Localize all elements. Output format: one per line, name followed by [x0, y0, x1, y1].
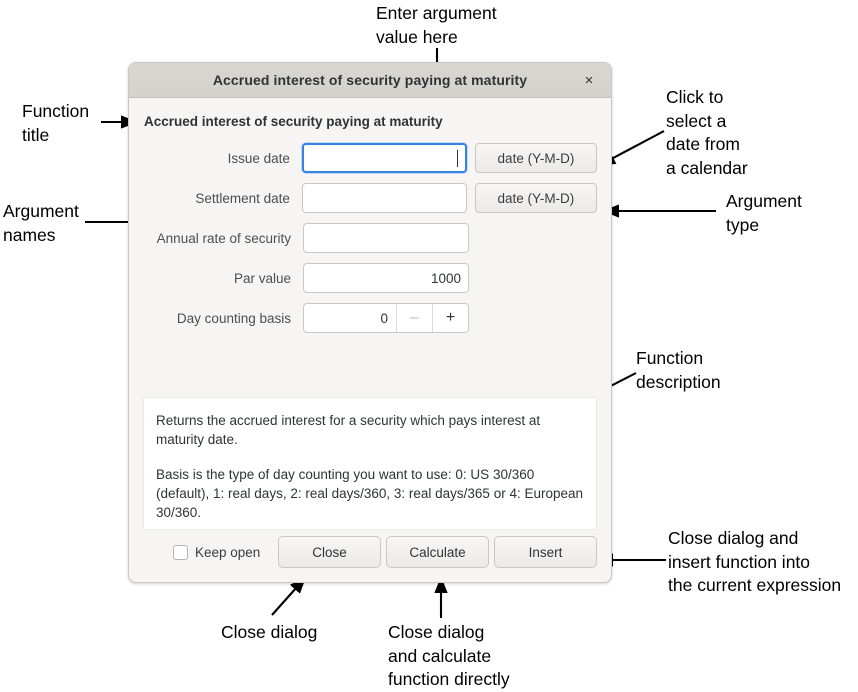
form-row-issue-date: Issue date date (Y-M-D) [143, 143, 597, 173]
form-row-par-value: Par value 1000 [143, 263, 597, 293]
function-description-panel: Returns the accrued interest for a secur… [143, 397, 597, 530]
annotation-click-to-select-date: Click to select a date from a calendar [666, 87, 748, 178]
settlement-date-input[interactable] [301, 183, 467, 213]
dialog-body: Accrued interest of security paying at m… [129, 98, 611, 582]
annotation-function-title: Function title [22, 101, 90, 145]
dialog-title: Accrued interest of security paying at m… [212, 72, 528, 88]
issue-date-input[interactable] [301, 143, 467, 173]
function-wizard-dialog: Accrued interest of security paying at m… [128, 62, 612, 583]
calculate-button[interactable]: Calculate [386, 536, 489, 568]
checkbox-icon[interactable] [173, 544, 188, 560]
plus-icon[interactable]: + [432, 304, 468, 332]
annotation-close-and-calculate: Close dialog and calculate function dire… [388, 622, 510, 689]
text-caret [456, 149, 458, 167]
argument-label-par-value: Par value [233, 270, 291, 286]
dialog-footer: Keep open Close Calculate Insert [143, 536, 597, 568]
function-title: Accrued interest of security paying at m… [144, 114, 443, 129]
description-paragraph-2: Basis is the type of day counting you wa… [156, 467, 584, 520]
annotation-argument-type: Argument type [726, 191, 802, 235]
keep-open-checkbox[interactable]: Keep open [173, 544, 261, 560]
annotation-function-description: Function description [636, 348, 721, 392]
form-row-annual-rate: Annual rate of security [143, 223, 597, 253]
close-button[interactable]: Close [278, 536, 381, 568]
description-paragraph-1: Returns the accrued interest for a secur… [156, 413, 541, 447]
argument-label-annual-rate: Annual rate of security [156, 230, 291, 246]
argument-label-settlement-date: Settlement date [195, 190, 290, 206]
argument-label-issue-date: Issue date [227, 150, 290, 166]
day-counting-basis-stepper[interactable]: 0 – + [303, 303, 469, 333]
dialog-titlebar[interactable]: Accrued interest of security paying at m… [129, 63, 611, 98]
form-row-settlement-date: Settlement date date (Y-M-D) [143, 183, 597, 213]
insert-button[interactable]: Insert [494, 536, 597, 568]
par-value-input[interactable]: 1000 [303, 263, 469, 293]
annotation-close-dialog: Close dialog [221, 622, 318, 642]
settlement-date-type-button[interactable]: date (Y-M-D) [474, 183, 597, 213]
par-value-value: 1000 [430, 270, 461, 286]
argument-form: Issue date date (Y-M-D) Settlement date … [143, 143, 597, 333]
keep-open-label: Keep open [195, 544, 261, 560]
minus-icon[interactable]: – [396, 304, 432, 332]
close-icon[interactable]: × [584, 71, 594, 89]
annual-rate-input[interactable] [303, 223, 469, 253]
annotation-argument-names: Argument names [3, 201, 79, 245]
annotation-enter-argument-value: Enter argument value here [376, 3, 497, 47]
issue-date-type-button[interactable]: date (Y-M-D) [474, 143, 597, 173]
form-row-day-counting-basis: Day counting basis 0 – + [143, 303, 597, 333]
argument-label-day-counting-basis: Day counting basis [176, 310, 291, 326]
day-counting-basis-value: 0 [380, 310, 388, 326]
annotation-close-and-insert: Close dialog and insert function into th… [668, 528, 842, 595]
